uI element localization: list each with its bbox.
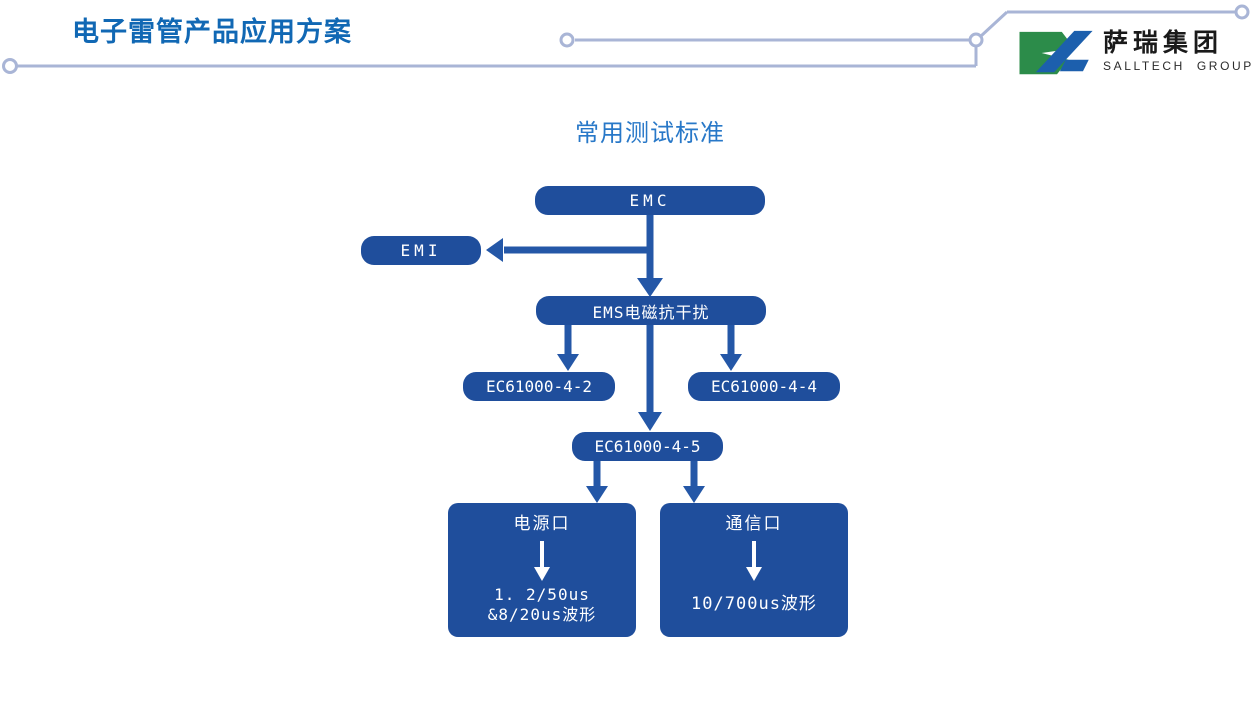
down-arrow-icon	[534, 541, 550, 581]
power-port-waveform-line2: &8/20us波形	[487, 605, 597, 624]
power-port-label: 电源口	[513, 514, 571, 534]
node-emi: EMI	[361, 236, 481, 265]
company-logo-icon	[1019, 30, 1093, 75]
node-emc: EMC	[535, 186, 765, 215]
node-ec61000-4-2: EC61000-4-2	[463, 372, 615, 401]
comm-port-label: 通信口	[725, 514, 783, 534]
down-arrow-icon	[746, 541, 762, 581]
comm-port-waveform-line1: 10/700us波形	[691, 594, 817, 614]
page-title: 电子雷管产品应用方案	[72, 17, 352, 47]
node-ec61000-4-5: EC61000-4-5	[572, 432, 723, 461]
power-port-waveform: 1. 2/50us &8/20us波形	[488, 585, 596, 625]
company-logo-text: 萨瑞集团 SALLTECH GROUP	[1103, 27, 1254, 73]
power-port-waveform-line1: 1. 2/50us	[494, 585, 590, 604]
diagram-title: 常用测试标准	[575, 120, 725, 147]
node-comm-port: 通信口 10/700us波形	[660, 503, 848, 637]
company-logo: 萨瑞集团 SALLTECH GROUP	[1018, 27, 1254, 79]
logo-company-subtitle: SALLTECH GROUP	[1103, 59, 1254, 73]
node-ems: EMS电磁抗干扰	[536, 296, 766, 325]
node-power-port: 电源口 1. 2/50us &8/20us波形	[448, 503, 636, 637]
comm-port-waveform: 10/700us波形	[691, 594, 817, 614]
node-ec61000-4-4: EC61000-4-4	[688, 372, 840, 401]
logo-company-name: 萨瑞集团	[1103, 29, 1224, 57]
